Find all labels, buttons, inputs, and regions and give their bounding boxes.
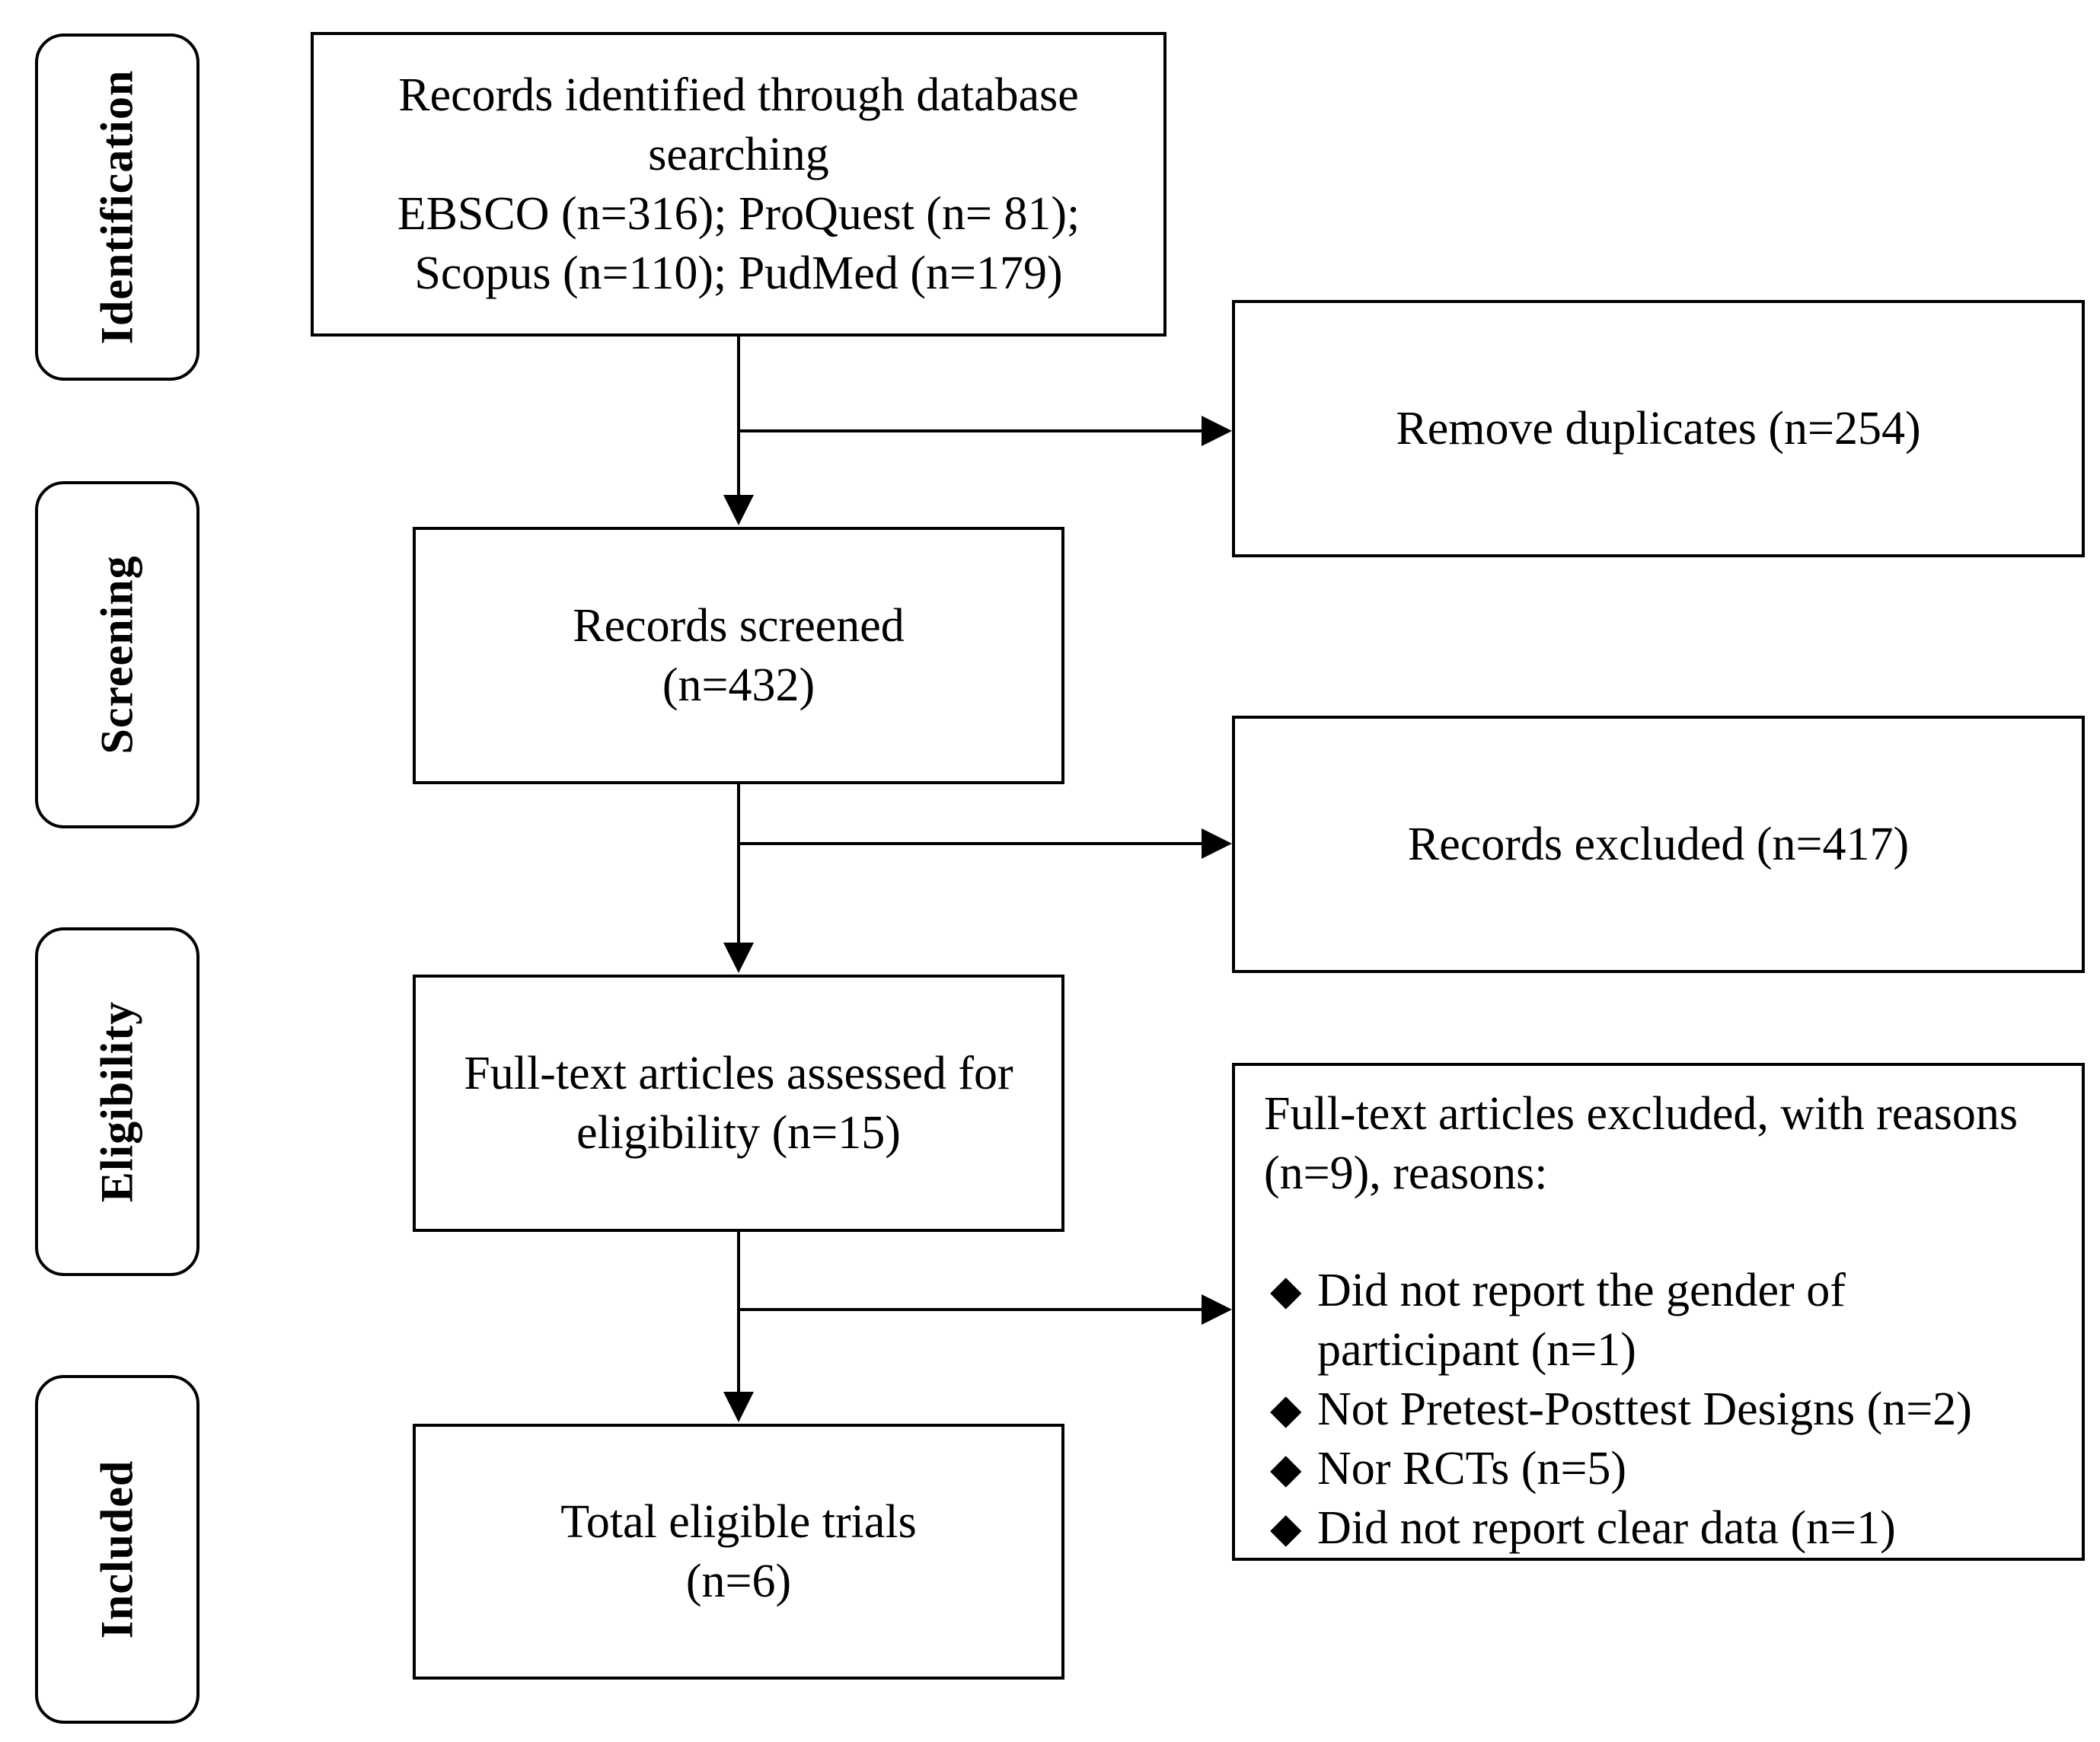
box-text-line: Full-text articles assessed for <box>464 1048 1013 1099</box>
remove-duplicates-box: Remove duplicates (n=254) <box>1232 300 2085 557</box>
stage-included: Included <box>35 1375 199 1724</box>
diamond-bullet-icon: ◆ <box>1270 1505 1302 1551</box>
reason-text: Did not report clear data (n=1) <box>1317 1502 1896 1554</box>
diamond-bullet-icon: ◆ <box>1270 1446 1302 1492</box>
records-excluded-box: Records excluded (n=417) <box>1232 716 2085 973</box>
records-screened-box: Records screened (n=432) <box>413 527 1064 784</box>
reason-text: participant (n=1) <box>1317 1324 1636 1376</box>
records-identified-box: Records identified through database sear… <box>311 32 1166 337</box>
box-text-line: Full-text articles excluded, with reason… <box>1264 1088 2019 1140</box>
fulltext-excluded-box: Full-text articles excluded, with reason… <box>1232 1063 2085 1561</box>
fulltext-assessed-box: Full-text articles assessed for eligibil… <box>413 975 1064 1232</box>
reason-text: Not Pretest-Posttest Designs (n=2) <box>1317 1383 1972 1435</box>
box-text-line: Remove duplicates (n=254) <box>1396 403 1921 455</box>
stage-eligibility: Eligibility <box>35 927 199 1276</box>
stage-identification: Identification <box>35 34 199 381</box>
exclusion-reasons-list: ◆ Did not report the gender of participa… <box>1264 1261 1972 1558</box>
box-text-line: (n=432) <box>662 659 815 711</box>
reason-text: Nor RCTs (n=5) <box>1317 1443 1627 1495</box>
box-text-line: (n=6) <box>685 1555 792 1607</box>
box-text-line: searching <box>648 129 829 180</box>
diamond-bullet-icon: ◆ <box>1270 1268 1302 1313</box>
stage-screening: Screening <box>35 481 199 828</box>
list-item: ◆ Nor RCTs (n=5) <box>1264 1439 1972 1498</box>
box-text-line: (n=9), reasons: <box>1264 1147 1548 1199</box>
box-text-line: Records screened <box>573 600 905 652</box>
diamond-bullet-icon: ◆ <box>1270 1386 1302 1432</box>
box-text-line: Records excluded (n=417) <box>1407 818 1910 870</box>
box-text-line: Total eligible trials <box>560 1496 917 1548</box>
box-text-line: EBSCO (n=316); ProQuest (n= 81); <box>397 188 1080 240</box>
box-text-line: Scopus (n=110); PudMed (n=179) <box>414 247 1063 299</box>
list-item: ◆ Did not report clear data (n=1) <box>1264 1498 1972 1558</box>
reason-text: Did not report the gender of <box>1317 1265 1846 1316</box>
list-item: ◆ Not Pretest-Posttest Designs (n=2) <box>1264 1380 1972 1439</box>
box-text-line: Records identified through database <box>398 69 1079 121</box>
box-text-line: eligibility (n=15) <box>576 1107 901 1159</box>
list-item: ◆ Did not report the gender of participa… <box>1264 1261 1972 1380</box>
total-eligible-box: Total eligible trials (n=6) <box>413 1424 1064 1680</box>
